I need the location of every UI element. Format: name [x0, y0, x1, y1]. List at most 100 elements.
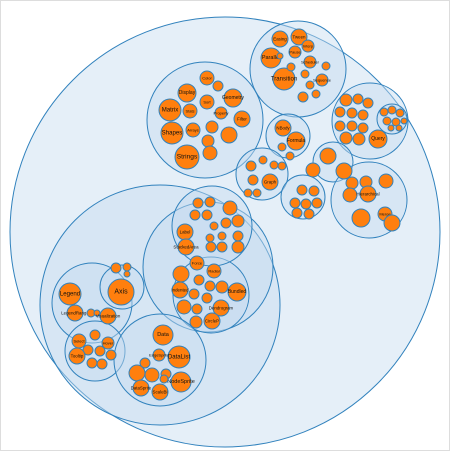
node-26[interactable]	[205, 120, 219, 134]
node-53[interactable]	[277, 142, 287, 152]
node-96[interactable]	[231, 240, 245, 254]
node-48[interactable]	[400, 117, 408, 125]
node-edgesprite[interactable]	[152, 348, 166, 362]
node-scheduler[interactable]	[303, 55, 317, 69]
node-83[interactable]	[222, 200, 238, 216]
node-130[interactable]	[96, 358, 108, 370]
node-transition[interactable]	[272, 67, 296, 91]
node-hover[interactable]	[101, 336, 115, 350]
node-14[interactable]	[300, 69, 310, 79]
node-12[interactable]	[286, 62, 296, 72]
node-94[interactable]	[216, 241, 228, 253]
node-115[interactable]	[93, 309, 101, 317]
node-33[interactable]	[362, 97, 374, 109]
node-72[interactable]	[335, 162, 353, 180]
node-133[interactable]	[139, 357, 151, 369]
node-56[interactable]	[258, 155, 268, 165]
node-13[interactable]	[276, 52, 284, 60]
node-85[interactable]	[201, 209, 213, 221]
node-tooltip[interactable]	[68, 347, 86, 365]
node-50[interactable]	[395, 124, 403, 132]
node-sort[interactable]	[199, 94, 215, 110]
node-nbody[interactable]	[274, 119, 292, 137]
node-68[interactable]	[291, 207, 303, 219]
node-graph[interactable]	[261, 173, 279, 191]
node-135[interactable]	[128, 364, 146, 382]
node-43[interactable]	[379, 107, 389, 117]
node-formula[interactable]	[286, 131, 306, 151]
node-87[interactable]	[209, 221, 219, 231]
node-58[interactable]	[247, 174, 259, 186]
node-select[interactable]	[71, 333, 87, 349]
node-circlep[interactable]	[203, 312, 221, 330]
node-100[interactable]	[193, 274, 205, 286]
node-hierarchical[interactable]	[359, 185, 377, 203]
node-91[interactable]	[205, 233, 215, 243]
group-operator[interactable]	[280, 174, 326, 220]
node-44[interactable]	[387, 105, 397, 115]
node-display[interactable]	[177, 83, 197, 103]
node-84[interactable]	[189, 209, 201, 221]
node-89[interactable]	[231, 214, 245, 228]
node-legend[interactable]	[58, 282, 82, 306]
node-45[interactable]	[395, 108, 405, 118]
node-arrays[interactable]	[185, 122, 201, 138]
node-107[interactable]	[176, 299, 192, 315]
node-127[interactable]	[105, 349, 117, 361]
node-80[interactable]	[383, 214, 401, 232]
node-104[interactable]	[188, 288, 200, 300]
node-37[interactable]	[334, 120, 346, 132]
node-40[interactable]	[339, 131, 353, 145]
node-70[interactable]	[305, 162, 321, 178]
node-41[interactable]	[352, 132, 366, 146]
node-136[interactable]	[144, 367, 160, 383]
node-81[interactable]	[192, 197, 204, 209]
node-strings[interactable]	[174, 144, 200, 170]
node-66[interactable]	[300, 198, 312, 210]
node-data[interactable]	[152, 324, 174, 346]
node-bundled[interactable]	[227, 282, 247, 302]
node-datasprite[interactable]	[132, 379, 150, 397]
node-88[interactable]	[220, 217, 232, 229]
node-8[interactable]	[305, 80, 315, 90]
node-axis[interactable]	[107, 278, 135, 306]
node-34[interactable]	[334, 106, 346, 118]
node-39[interactable]	[357, 122, 369, 134]
node-105[interactable]	[201, 292, 213, 304]
node-radial[interactable]	[206, 263, 222, 279]
node-dendrogram[interactable]	[212, 299, 230, 317]
node-9[interactable]	[311, 89, 321, 99]
node-64[interactable]	[308, 185, 320, 197]
node-126[interactable]	[94, 345, 106, 357]
node-32[interactable]	[352, 93, 364, 105]
node-shapes[interactable]	[160, 121, 184, 145]
node-67[interactable]	[311, 197, 323, 209]
node-datalist[interactable]	[167, 345, 191, 369]
node-62[interactable]	[277, 161, 287, 171]
node-141[interactable]	[159, 374, 169, 384]
node-stats[interactable]	[182, 103, 198, 119]
node-102[interactable]	[215, 280, 229, 294]
node-47[interactable]	[391, 117, 401, 127]
node-legendrange[interactable]	[66, 304, 84, 322]
node-query[interactable]	[368, 129, 388, 149]
node-tween[interactable]	[290, 28, 308, 46]
node-label[interactable]	[176, 223, 194, 241]
node-120[interactable]	[122, 262, 132, 272]
node-36[interactable]	[357, 109, 369, 121]
node-46[interactable]	[382, 116, 392, 126]
node-49[interactable]	[387, 124, 395, 132]
node-82[interactable]	[204, 196, 216, 208]
node-color[interactable]	[199, 70, 215, 86]
node-92[interactable]	[217, 231, 227, 241]
node-63[interactable]	[296, 184, 308, 196]
node-pause[interactable]	[288, 45, 302, 59]
node-35[interactable]	[346, 107, 358, 119]
node-110[interactable]	[189, 315, 203, 329]
node-easing[interactable]	[271, 30, 289, 48]
node-29[interactable]	[202, 145, 218, 161]
node-95[interactable]	[232, 230, 244, 242]
node-visualization[interactable]	[99, 307, 117, 325]
node-60[interactable]	[243, 188, 253, 198]
node-scaleb[interactable]	[151, 383, 169, 401]
